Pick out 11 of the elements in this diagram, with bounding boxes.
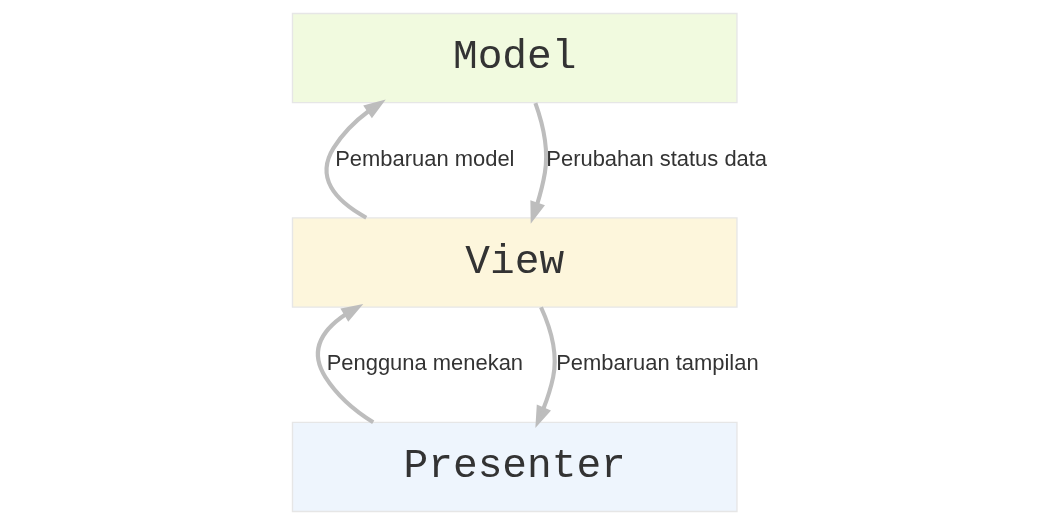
- arrow: [324, 99, 386, 220]
- arrow: [535, 306, 557, 428]
- node-box: Model: [291, 12, 738, 104]
- edge-label: Perubahan status data: [546, 145, 768, 171]
- arrow: [315, 303, 375, 424]
- node-box: View: [291, 217, 738, 308]
- edge-label: Pengguna menekan: [326, 349, 524, 375]
- node-box: Presenter: [291, 421, 738, 513]
- arrow: [530, 102, 549, 224]
- edge-label: Pembaruan tampilan: [556, 349, 759, 375]
- edge-label: Pembaruan model: [335, 145, 515, 171]
